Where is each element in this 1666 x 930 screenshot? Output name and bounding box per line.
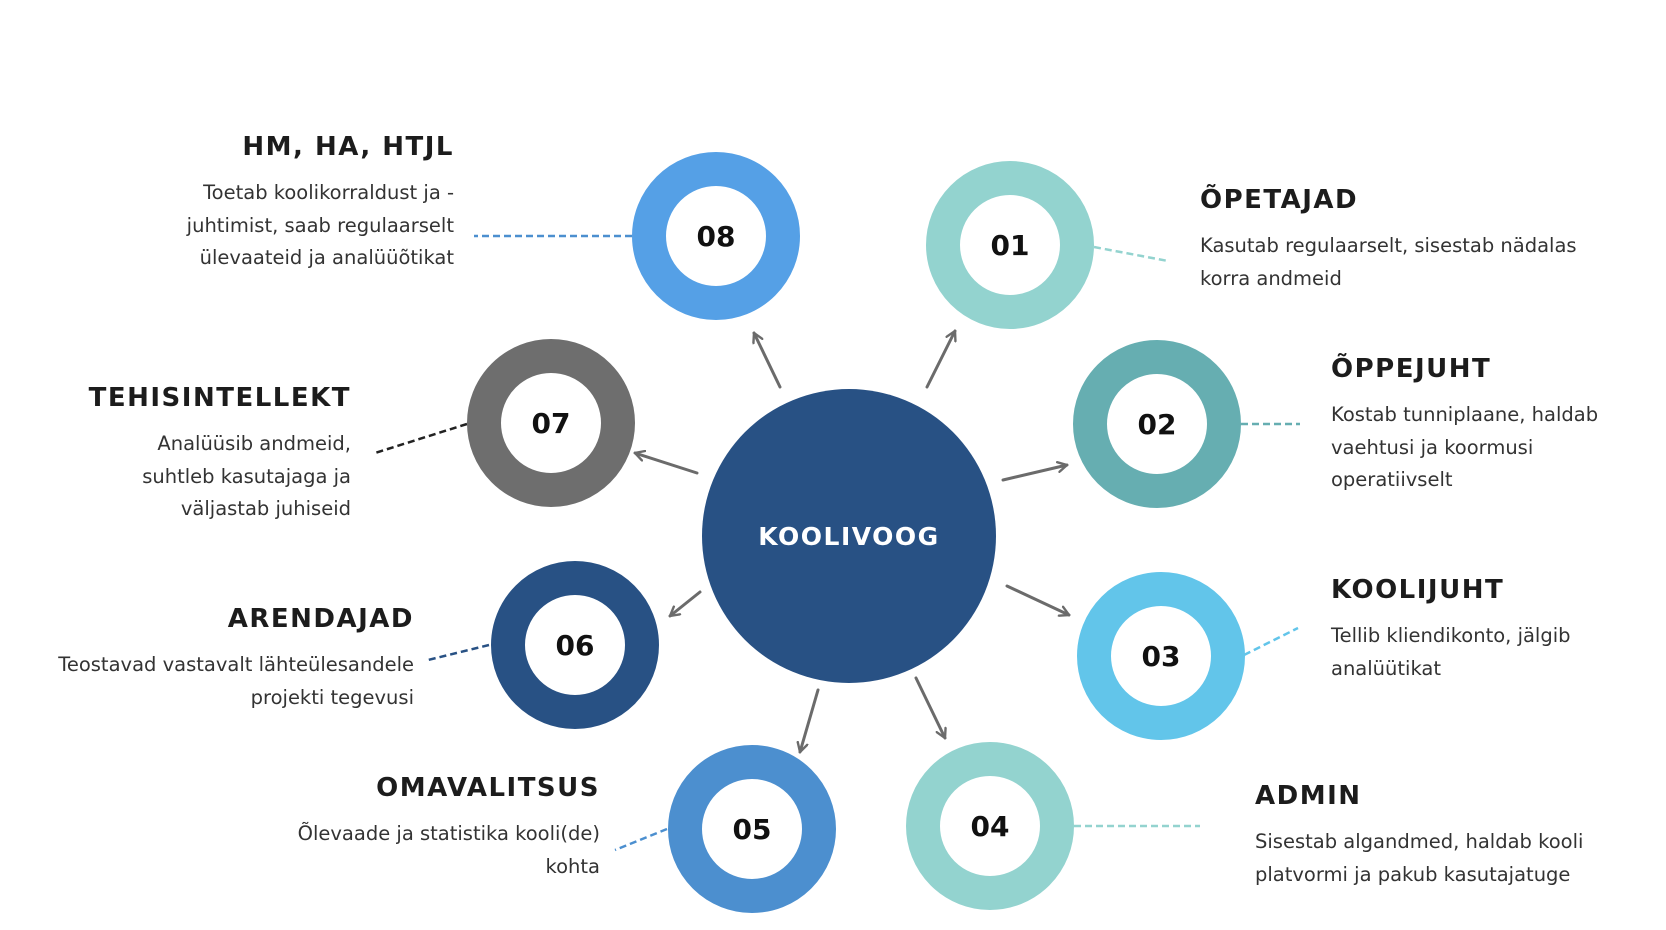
ring-node-03: 03: [1077, 572, 1245, 740]
text-block-02: ÕPPEJUHT Kostab tunniplaane, haldab vaehtu…: [1331, 353, 1598, 497]
text-block-06: ARENDAJAD Teostavad vastavalt lähteülesan…: [58, 603, 414, 714]
text-block-03: KOOLIJUHT Tellib kliendikonto, jälgib anal…: [1331, 574, 1571, 685]
text-block-08: HM, HA, HTJL Toetab koolikorraldust ja - j…: [187, 131, 454, 275]
ring-node-04: 04: [906, 742, 1074, 910]
description-line: juhtimist, saab regulaarselt: [186, 213, 454, 237]
arrow-01: [925, 329, 955, 389]
text-block-01: ÕPETAJAD Kasutab regulaarselt, sisestab n…: [1200, 184, 1577, 295]
description-line: platvormi ja pakub kasutajatuge: [1255, 862, 1571, 886]
block-title-06: ARENDAJAD: [227, 604, 414, 634]
block-description-03: Tellib kliendikonto, jälgib analüütikat: [1331, 620, 1571, 685]
description-line: vaehtusi ja koormusi: [1331, 435, 1534, 459]
connector-lines: [374, 234, 1300, 852]
description-line: Analüüsib andmeid,: [157, 432, 351, 455]
connector-line-07: [374, 422, 468, 455]
ring-node-01: 01: [926, 161, 1094, 329]
description-line: Tellib kliendikonto, jälgib: [1331, 624, 1571, 647]
ring-number-08: 08: [697, 220, 736, 253]
description-line: operatiivselt: [1331, 468, 1453, 491]
block-title-04: ADMIN: [1255, 781, 1362, 811]
ring-number-07: 07: [532, 407, 571, 440]
connector-line-05: [614, 827, 668, 852]
arrow-07: [633, 453, 699, 475]
ring-node-06: 06: [491, 561, 659, 729]
description-line: Toetab koolikorraldust ja -: [203, 181, 454, 204]
connector-line-01: [1093, 245, 1169, 263]
ring-04: [906, 742, 1074, 910]
ring-number-05: 05: [733, 813, 772, 846]
text-block-05: OMAVALITSUS Õlevaade ja statistika kooli(…: [298, 772, 600, 883]
ring-number-03: 03: [1142, 640, 1181, 673]
ring-03: [1077, 572, 1245, 740]
block-description-04: Sisestab algandmed, haldab kooli platvorm…: [1255, 826, 1583, 891]
block-description-05: Õlevaade ja statistika kooli(de) kohta: [298, 818, 600, 883]
block-title-07: TEHISINTELLEKT: [88, 383, 351, 413]
description-line: Sisestab algandmed, haldab kooli: [1255, 830, 1584, 853]
text-block-04: ADMIN Sisestab algandmed, haldab kooli pla…: [1255, 780, 1583, 891]
arrow-04: [914, 676, 945, 740]
block-description-06: Teostavad vastavalt lähteülesandele proje…: [58, 649, 414, 714]
ring-05: [668, 745, 836, 913]
ring-number-02: 02: [1138, 408, 1177, 441]
block-description-07: Analüüsib andmeid, suhtleb kasutajaga ja v…: [89, 428, 351, 526]
connector-line-06: [427, 643, 490, 662]
description-line: Kostab tunniplaane, haldab: [1331, 403, 1599, 426]
arrow-03: [1005, 584, 1071, 615]
connector-line-03: [1243, 626, 1299, 657]
description-line: Teostavad vastavalt lähteülesandele: [58, 653, 414, 676]
ring-node-02: 02: [1073, 340, 1241, 508]
ring-number-06: 06: [556, 629, 595, 662]
ring-node-07: 07: [467, 339, 635, 507]
arrow-02: [1001, 465, 1069, 482]
ring-07: [467, 339, 635, 507]
block-title-01: ÕPETAJAD: [1200, 185, 1359, 215]
center-circle: [702, 389, 996, 683]
description-line: projekti tegevusi: [250, 685, 414, 709]
center-label: KOOLIVOOG: [758, 522, 939, 551]
ring-01: [926, 161, 1094, 329]
block-title-08: HM, HA, HTJL: [242, 132, 454, 162]
arrow-08: [754, 331, 782, 389]
description-line: kohta: [545, 854, 600, 878]
ring-02: [1073, 340, 1241, 508]
arrow-06: [668, 590, 702, 618]
description-line: suhtleb kasutajaga ja: [142, 464, 351, 488]
ring-number-04: 04: [971, 810, 1010, 843]
description-line: analüütikat: [1331, 656, 1442, 680]
description-line: Kasutab regulaarselt, sisestab nädalas: [1200, 234, 1577, 257]
block-title-02: ÕPPEJUHT: [1331, 354, 1492, 384]
block-description-01: Kasutab regulaarselt, sisestab nädalas ko…: [1200, 230, 1577, 295]
description-line: korra andmeid: [1200, 266, 1342, 290]
ring-nodes: 01 02 03 04 05 06 07 08: [467, 152, 1245, 913]
ring-08: [632, 152, 800, 320]
arrow-05: [800, 688, 820, 754]
ring-node-08: 08: [632, 152, 800, 320]
description-line: ülevaateid ja analüüõtikat: [199, 246, 454, 269]
block-description-02: Kostab tunniplaane, haldab vaehtusi ja ko…: [1331, 399, 1598, 497]
ring-number-01: 01: [991, 229, 1030, 262]
center-node: KOOLIVOOG: [702, 389, 996, 683]
ring-06: [491, 561, 659, 729]
block-title-05: OMAVALITSUS: [376, 773, 600, 803]
ring-node-05: 05: [668, 745, 836, 913]
arrows: [633, 329, 1071, 754]
block-title-03: KOOLIJUHT: [1331, 575, 1505, 605]
description-line: Õlevaade ja statistika kooli(de): [297, 822, 600, 845]
text-block-07: TEHISINTELLEKT Analüüsib andmeid, suhtleb …: [89, 382, 351, 526]
description-line: väljastab juhiseid: [180, 497, 351, 520]
block-description-08: Toetab koolikorraldust ja - juhtimist, sa…: [187, 177, 454, 275]
